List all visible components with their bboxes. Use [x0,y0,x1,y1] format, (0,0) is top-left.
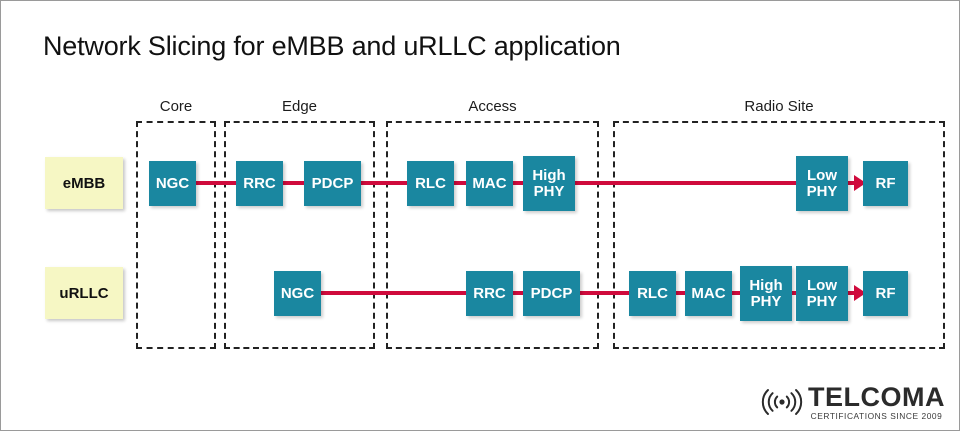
logo-tagline: CERTIFICATIONS SINCE 2009 [810,410,943,421]
urllc-link-pdcp-to-rlc [580,291,629,295]
block-urllc-rrc[interactable]: RRC [466,271,513,316]
domain-container-core [136,121,216,349]
block-embb-rrc[interactable]: RRC [236,161,283,206]
domain-header-access: Access [468,98,517,115]
urllc-link-highphy-to-lowphy [792,291,796,295]
urllc-arrow-stem [848,291,855,295]
page-title: Network Slicing for eMBB and uRLLC appli… [43,31,621,61]
embb-link-highphy-to-lowphy [575,181,796,185]
domain-header-radio: Radio Site [744,98,814,115]
embb-link-rlc-to-mac [454,181,466,185]
block-embb-low-phy[interactable]: Low PHY [796,156,848,211]
urllc-link-rrc-to-pdcp [513,291,523,295]
block-urllc-low-phy[interactable]: Low PHY [796,266,848,321]
embb-arrow-stem [848,181,855,185]
embb-link-ngc-to-rrc [196,181,236,185]
urllc-link-rlc-to-mac [676,291,685,295]
block-urllc-mac[interactable]: MAC [685,271,732,316]
block-embb-pdcp[interactable]: PDCP [304,161,361,206]
domain-header-edge: Edge [281,98,318,115]
urllc-link-ngc-to-rrc [321,291,466,295]
urllc-link-mac-to-highphy [732,291,740,295]
logo-text: TELCOMA CERTIFICATIONS SINCE 2009 [808,381,945,421]
block-urllc-rf[interactable]: RF [863,271,908,316]
logo-name: TELCOMA [808,381,945,412]
block-embb-rf[interactable]: RF [863,161,908,206]
block-embb-ngc[interactable]: NGC [149,161,196,206]
row-label-urllc: uRLLC [45,267,123,319]
embb-link-rrc-to-pdcp [283,181,304,185]
block-embb-rlc[interactable]: RLC [407,161,454,206]
domain-container-access [386,121,599,349]
block-urllc-pdcp[interactable]: PDCP [523,271,580,316]
block-urllc-ngc[interactable]: NGC [274,271,321,316]
block-embb-high-phy[interactable]: High PHY [523,156,575,211]
domain-header-core: Core [159,98,193,115]
block-urllc-high-phy[interactable]: High PHY [740,266,792,321]
domain-container-edge [224,121,375,349]
embb-link-pdcp-to-rlc [361,181,407,185]
block-urllc-rlc[interactable]: RLC [629,271,676,316]
row-label-embb: eMBB [45,157,123,209]
embb-link-mac-to-highphy [513,181,523,185]
telcoma-logo: TELCOMA CERTIFICATIONS SINCE 2009 [761,381,945,421]
block-embb-mac[interactable]: MAC [466,161,513,206]
signal-waves-icon [761,388,803,415]
domain-container-radio [613,121,945,349]
